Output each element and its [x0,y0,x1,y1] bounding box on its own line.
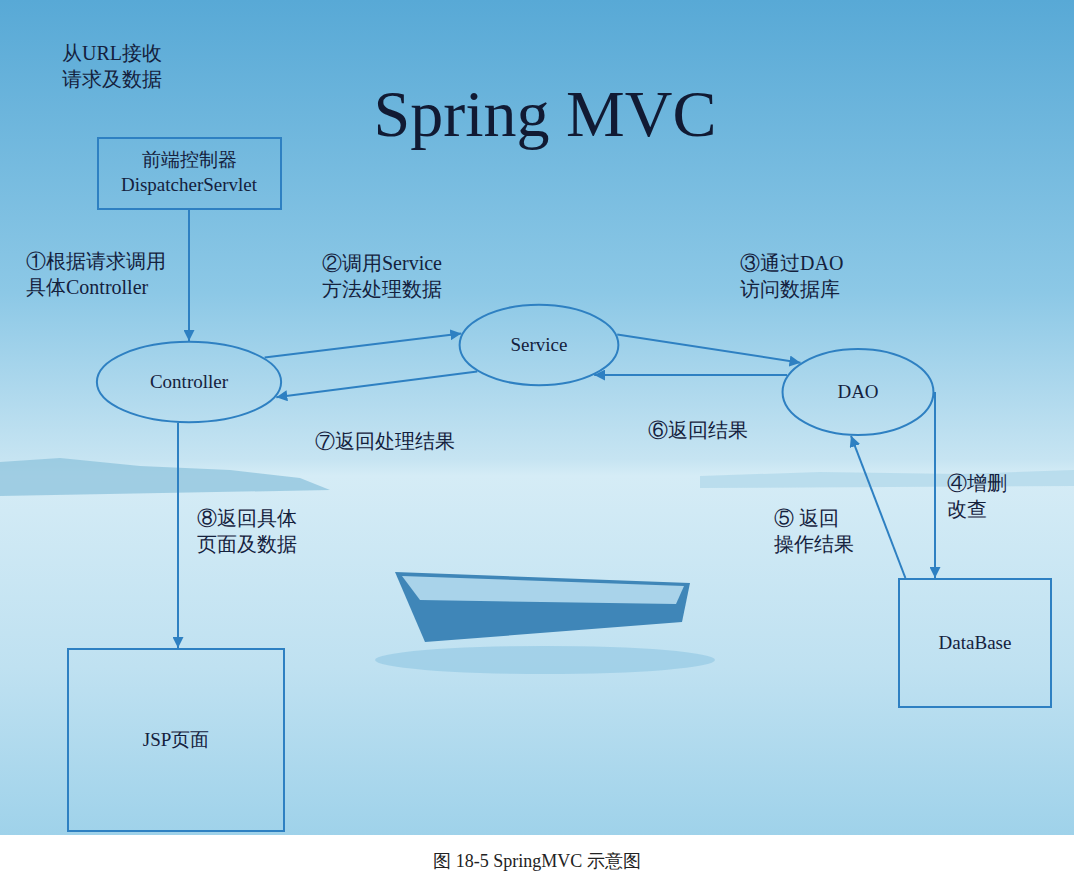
sky-sea [0,0,1074,835]
flow-arrow [851,436,905,578]
flow-arrow [934,392,936,578]
step-label: ⑥返回结果 [648,417,748,443]
flow-arrow [188,210,190,342]
flow-arrow [276,372,477,398]
step-label: ④增删 改查 [947,470,1019,522]
distant-land [700,470,1074,488]
figure-caption: 图 18-5 SpringMVC 示意图 [433,850,641,873]
boat-inside [402,576,684,604]
node-label: Controller [150,370,228,395]
flow-arrow [617,334,800,362]
node-label: DataBase [939,631,1012,656]
node-text-group: 前端控制器 DispatcherServlet [113,148,265,197]
step-label: ⑦返回处理结果 [315,428,455,454]
step-label: ⑤ 返回 操作结果 [774,505,866,557]
boat-reflection [375,646,715,674]
boat-hull [395,572,690,642]
flow-arrow [594,374,787,376]
node-label: Service [511,333,568,358]
controller-box: 前端控制器 DispatcherServlet [97,137,282,210]
note-label: 从URL接收 请求及数据 [62,40,174,92]
step-label: ⑧返回具体 页面及数据 [197,505,309,557]
node-text-group: DAO [837,380,878,405]
node-text-group: Service [511,333,568,358]
node-text-group: Controller [150,370,228,395]
page-box: JSP页面 [67,648,285,832]
node-label: 前端控制器 DispatcherServlet [113,148,265,197]
dao-ellipse: DAO [781,348,935,436]
flow-arrow [265,333,462,357]
node-label: JSP页面 [143,728,210,753]
node-text-group: DataBase [939,631,1012,656]
controller-ellipse: Controller [95,341,283,423]
database-box: DataBase [898,578,1052,708]
node-text-group: JSP页面 [143,728,210,753]
caption-strip [0,835,1074,888]
diagram-title: Spring MVC [374,78,717,151]
distant-land [0,458,330,496]
step-label: ①根据请求调用 具体Controller [26,248,178,300]
flow-arrow [177,423,179,648]
step-label: ②调用Service 方法处理数据 [322,250,462,302]
step-label: ③通过DAO 访问数据库 [740,250,860,302]
node-label: DAO [837,380,878,405]
service-ellipse: Service [458,304,620,386]
